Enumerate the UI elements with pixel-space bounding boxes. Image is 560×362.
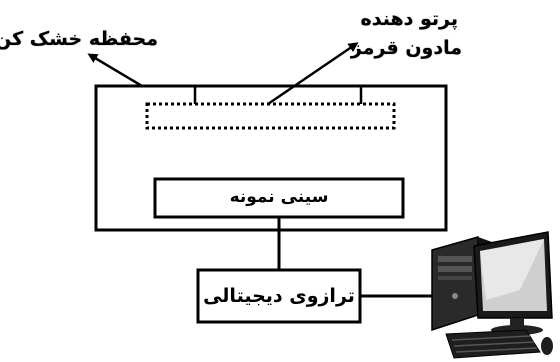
digital-scale-label: ترازوی دیجیتالی [203, 285, 355, 307]
dryer-chamber-box [94, 84, 448, 232]
ir-emitter-element [145, 102, 396, 130]
dryer-chamber-label: محفظه خشک کن [0, 28, 158, 50]
ir-emitter-label-line1: پرتو دهنده [360, 8, 459, 30]
dryer-chamber-arrow [87, 53, 143, 88]
ir-emitter-label-line2: مادون قرمز [350, 37, 462, 59]
ir-emitter-arrow [267, 42, 359, 106]
digital-scale-box [196, 268, 362, 324]
sample-tray-label: سینی نمونه [229, 187, 329, 207]
desktop-computer-icon [431, 231, 553, 359]
